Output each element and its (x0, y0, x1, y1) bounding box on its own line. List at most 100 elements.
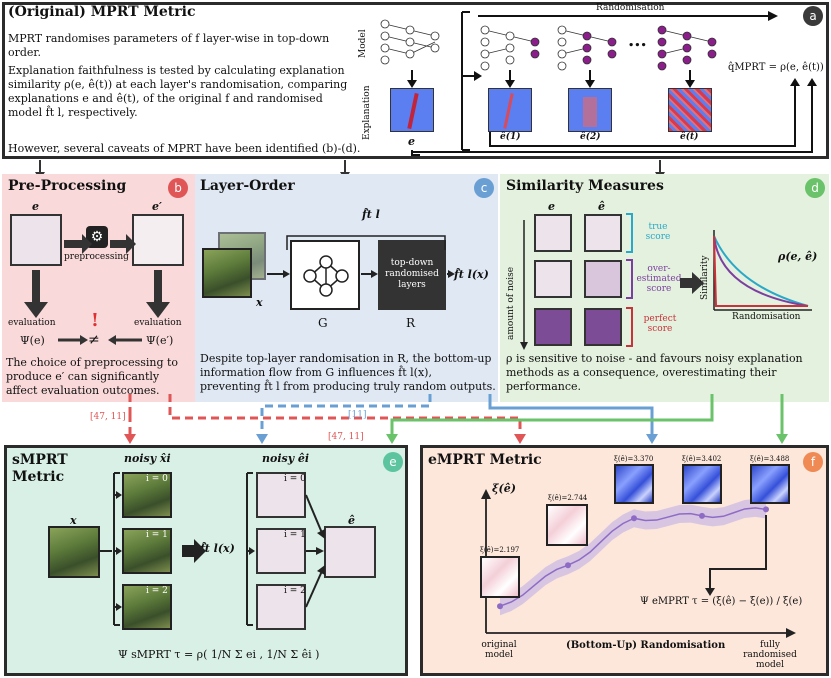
d-similarity-label: Similarity (700, 255, 710, 300)
panel-a-para2: Explanation faithfulness is tested by ca… (8, 64, 348, 119)
c-g-label: G (318, 316, 328, 330)
b-psi-e: Ψ(e) (20, 334, 45, 347)
d-rho: ρ(e, ê) (778, 250, 818, 263)
panel-a-para3: However, several caveats of MPRT have be… (8, 142, 361, 155)
b-e-prime-label: e′ (152, 200, 162, 213)
f-x-label: (Bottom-Up) Randomisation (566, 640, 726, 651)
e-averaged-expl (324, 526, 376, 578)
e-noisy-expl-0 (256, 472, 306, 518)
panel-b-badge: b (168, 178, 188, 198)
panel-a-badge: a (803, 6, 823, 26)
d-e-label: e (548, 200, 555, 213)
e-i0-b: i = 0 (284, 474, 306, 484)
f-thumb-2 (614, 464, 654, 504)
f-data-point-3 (699, 512, 705, 519)
panel-d-badge: d (805, 178, 825, 198)
et-label: ê(t) (680, 132, 699, 142)
panel-c-title: Layer-Order (200, 178, 295, 194)
e-label: e (408, 135, 415, 148)
f-point-label-1: ξ(ê)=2.744 (548, 494, 588, 502)
e-ehat-label: ê (348, 514, 355, 527)
f-thumb-3 (682, 464, 722, 504)
q-formula: q̂MPRT = ρ(e, ê(t)) (728, 62, 824, 73)
f-point-label-3: ξ(ê)=3.402 (682, 455, 722, 463)
d-ehat-2 (584, 260, 622, 298)
panel-b-title: Pre-Processing (8, 178, 127, 194)
explanation-random-1 (488, 88, 532, 132)
f-data-point-1 (565, 562, 571, 569)
b-arrows (24, 234, 170, 345)
d-true-score: true score (645, 222, 671, 242)
ref-3: [47, 11] (328, 432, 364, 442)
original-network-icon (380, 19, 440, 65)
b-neq: ≠ (88, 332, 100, 348)
f-thumb-4 (750, 464, 790, 504)
preprocessing-label: preprocessing (64, 252, 129, 262)
d-similarity-chart (713, 230, 812, 311)
panel-c-badge: c (474, 178, 494, 198)
d-e-hat-label: ê (598, 200, 605, 213)
d-text: ρ is sensitive to noise - and favours no… (506, 352, 803, 393)
e-formula: Ψ sMPRT τ = ρ( 1/N Σ ei , 1/N Σ êi ) (118, 648, 320, 661)
c-arrows (267, 235, 455, 278)
d-over-score: over-estimated score (636, 264, 682, 294)
panel-d-title: Similarity Measures (506, 178, 664, 194)
panel-e-badge: e (383, 452, 403, 472)
panel-a-ellipsis: ... (628, 30, 647, 51)
b-e-label: e (32, 200, 39, 213)
c-f-top: f̂t l (362, 208, 380, 221)
b-explanation-e-prime (132, 214, 184, 266)
gear-icon: ⚙ (86, 226, 108, 248)
f-data-point-0 (497, 603, 503, 610)
d-ehat-1 (584, 214, 622, 252)
e2-label: ê(2) (580, 132, 601, 142)
e-noisy-expl-1 (256, 528, 306, 574)
f-formula: Ψ eMPRT τ = (ξ(ê) − ξ(e)) / ξ(e) (640, 596, 803, 607)
f-data-point-2 (631, 515, 637, 522)
ref-2: [11] (348, 410, 367, 420)
mprt-network-diagram (380, 11, 817, 156)
c-x-label: x (256, 296, 263, 309)
b-explanation-e (10, 214, 62, 266)
f-thumb-0 (480, 556, 520, 598)
e-noisy-x: noisy x̂i (124, 452, 171, 465)
f-y-label: ξ(ê) (492, 482, 516, 495)
e-noisy-e: noisy êi (262, 452, 310, 465)
f-point-label-0: ξ(ê)=2.197 (480, 546, 520, 554)
panel-a-para1: MPRT randomises parameters of f layer-wi… (8, 32, 330, 59)
explanation-original (390, 88, 434, 132)
e-i1-b: i = 1 (284, 530, 306, 540)
d-perfect-score: perfect score (643, 314, 677, 334)
d-brackets (626, 213, 633, 347)
c-input-image (202, 248, 252, 298)
b-psi-e-prime: Ψ(e′) (146, 334, 174, 347)
random-network-t-icon (657, 25, 717, 71)
e-model: f̂t l(x) (200, 542, 235, 555)
e-noisy-img-1 (122, 528, 172, 574)
e-x-label: x (70, 514, 77, 527)
panel-f-title: eMPRT Metric (428, 452, 542, 468)
randomisation-label: Randomisation (596, 3, 665, 13)
e-i2-b: i = 2 (284, 586, 306, 596)
d-e-3 (534, 308, 572, 346)
connector-arrows (124, 394, 788, 444)
e-arrows (100, 472, 325, 626)
e1-label: ê(1) (500, 132, 521, 142)
f-point-label-2: ξ(ê)=3.370 (614, 455, 654, 463)
f-thumb-1 (546, 504, 588, 546)
e-i1-a: i = 1 (146, 530, 168, 540)
f-point-label-4: ξ(ê)=3.488 (750, 455, 790, 463)
f-line-chart (481, 489, 796, 638)
e-i2-a: i = 2 (146, 586, 168, 596)
b-text: The choice of preprocessing to produce e… (6, 356, 179, 397)
c-text: Despite top-layer randomisation in R, th… (200, 352, 496, 393)
explanation-random-2 (568, 88, 612, 132)
random-network-1-icon (480, 25, 540, 71)
b-exclaim: ! (91, 310, 99, 331)
e-noisy-expl-2 (256, 584, 306, 630)
f-fully-label: fully randomised model (743, 640, 797, 670)
panel-f-badge: f (803, 452, 823, 472)
c-r-label: R (406, 316, 416, 330)
panel-a-title: (Original) MPRT Metric (8, 4, 196, 20)
d-ehat-3 (584, 308, 622, 346)
